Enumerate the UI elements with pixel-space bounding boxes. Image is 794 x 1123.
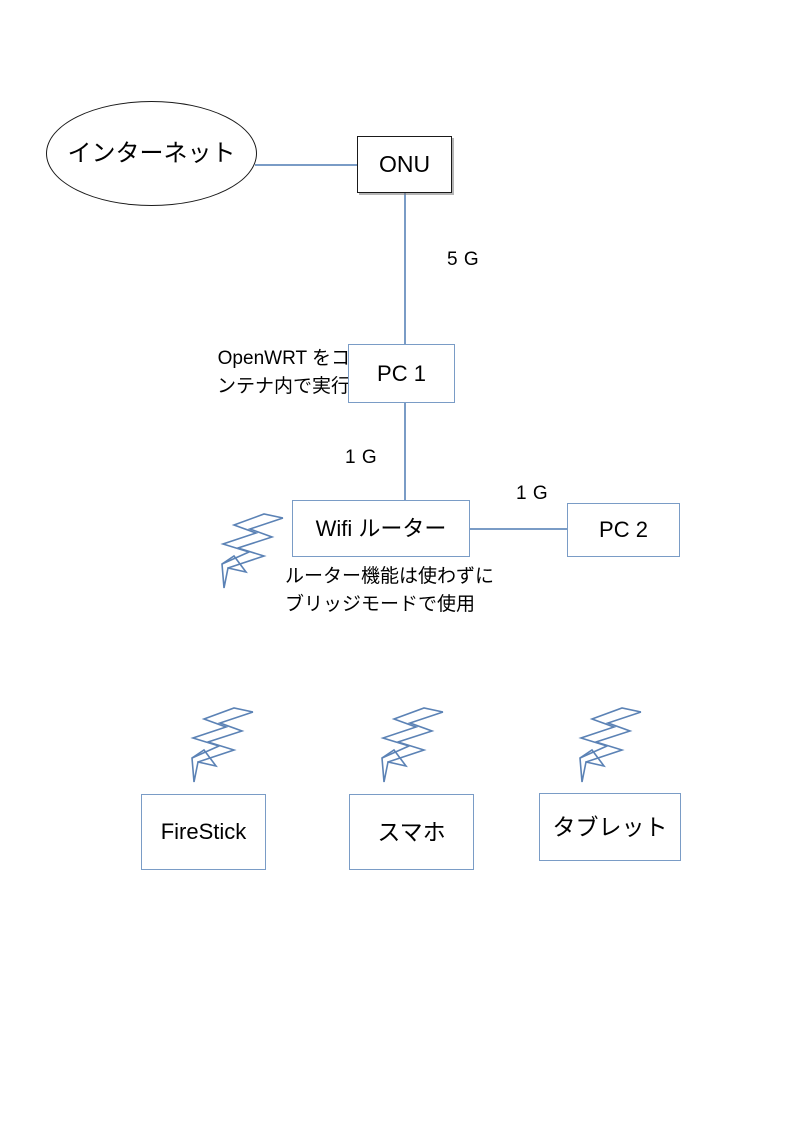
node-tablet-label: タブレット xyxy=(552,813,668,840)
node-pc2-label: PC 2 xyxy=(599,517,648,543)
node-onu[interactable]: ONU xyxy=(357,136,452,193)
edge-label-pc1-wifi: 1 G xyxy=(345,447,378,468)
node-pc1-label: PC 1 xyxy=(377,360,426,386)
node-smartphone-label: スマホ xyxy=(377,818,446,845)
node-internet-label: インターネット xyxy=(67,139,236,167)
note-router-bridge-mode: ルーター機能は使わずに ブリッジモードで使用 xyxy=(285,566,495,615)
node-firestick[interactable]: FireStick xyxy=(141,794,266,870)
node-internet[interactable]: インターネット xyxy=(46,101,257,206)
wifi-signal-icon-firestick xyxy=(190,706,260,788)
edge-pc1-to-wifi-router xyxy=(404,402,406,501)
node-wifi-router[interactable]: Wifi ルーター xyxy=(292,500,470,557)
node-pc1[interactable]: PC 1 xyxy=(348,344,455,403)
node-onu-label: ONU xyxy=(378,151,431,178)
edge-label-onu-pc1: 5 G xyxy=(447,249,480,270)
note-pc1-openwrt: OpenWRT をコ ンテナ内で実行 xyxy=(216,348,350,397)
node-wifi-router-label: Wifi ルーター xyxy=(315,515,447,541)
wifi-signal-icon-router xyxy=(220,512,290,594)
node-firestick-label: FireStick xyxy=(160,819,247,845)
wifi-signal-icon-tablet xyxy=(578,706,648,788)
edge-label-wifi-pc2: 1 G xyxy=(516,483,549,504)
node-smartphone[interactable]: スマホ xyxy=(349,794,474,870)
edge-wifi-router-to-pc2 xyxy=(469,528,568,530)
node-tablet[interactable]: タブレット xyxy=(539,793,681,861)
wifi-signal-icon-smartphone xyxy=(380,706,450,788)
edge-onu-to-pc1 xyxy=(404,191,406,345)
edge-internet-to-onu xyxy=(255,164,358,166)
node-pc2[interactable]: PC 2 xyxy=(567,503,680,557)
